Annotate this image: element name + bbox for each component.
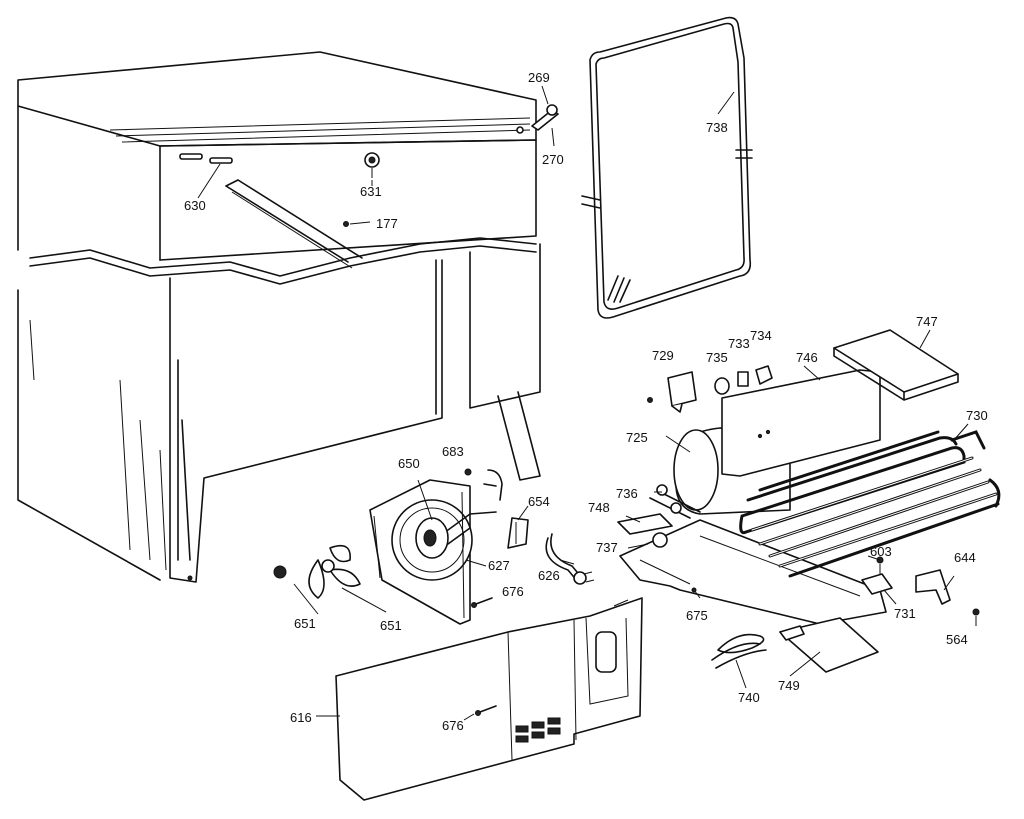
part-650-fan-motor	[415, 479, 497, 559]
label-269: 269	[528, 70, 550, 85]
part-651-fan-blade	[273, 544, 361, 599]
part-644-bracket	[915, 569, 951, 605]
part-564-screw	[972, 608, 980, 626]
label-748: 748	[588, 500, 610, 515]
label-603: 603	[870, 544, 892, 559]
part-731-strap	[861, 573, 893, 595]
part-746-relay-bracket	[721, 369, 881, 477]
part-748-bracket	[617, 513, 673, 535]
part-730-condenser-coil	[739, 430, 1001, 578]
cabinet-body	[17, 51, 541, 583]
label-747: 747	[916, 314, 938, 329]
part-616-rear-panel	[335, 597, 643, 801]
label-616: 616	[290, 710, 312, 725]
label-650: 650	[398, 456, 420, 471]
callout-labels: 269 270 738 630 631 177 747 729 735 733 …	[184, 70, 988, 733]
label-730: 730	[966, 408, 988, 423]
label-675: 675	[686, 608, 708, 623]
label-177: 177	[376, 216, 398, 231]
label-644: 644	[954, 550, 976, 565]
label-676-b: 676	[442, 718, 464, 733]
label-564: 564	[946, 632, 968, 647]
label-731: 731	[894, 606, 916, 621]
label-676-a: 676	[502, 584, 524, 599]
label-627: 627	[488, 558, 510, 573]
part-675-screw	[691, 587, 701, 599]
label-654: 654	[528, 494, 550, 509]
label-740: 740	[738, 690, 760, 705]
part-747-shelf	[833, 329, 959, 401]
label-733: 733	[728, 336, 750, 351]
label-749: 749	[778, 678, 800, 693]
label-735: 735	[706, 350, 728, 365]
label-630: 630	[184, 198, 206, 213]
part-676-screw-a	[471, 597, 493, 608]
part-269-270-hinge	[516, 85, 559, 147]
label-738: 738	[706, 120, 728, 135]
label-651-blade: 651	[380, 618, 402, 633]
label-746: 746	[796, 350, 818, 365]
label-631: 631	[360, 184, 382, 199]
part-626-cord	[545, 533, 595, 585]
part-735-733-734-connectors	[714, 365, 773, 395]
label-725: 725	[626, 430, 648, 445]
label-683: 683	[442, 444, 464, 459]
part-729-relay	[647, 371, 697, 413]
part-740-harness-clip	[711, 633, 767, 669]
label-729: 729	[652, 348, 674, 363]
label-734: 734	[750, 328, 772, 343]
leader-lines	[197, 163, 969, 721]
label-270: 270	[542, 152, 564, 167]
part-683-clip	[464, 468, 503, 501]
part-738-door-gasket	[581, 16, 753, 319]
label-736: 736	[616, 486, 638, 501]
label-651-nut: 651	[294, 616, 316, 631]
part-177-screw	[343, 221, 371, 227]
label-626: 626	[538, 568, 560, 583]
label-737: 737	[596, 540, 618, 555]
part-749-insulator-pad	[779, 617, 879, 673]
part-631-plug	[364, 152, 380, 178]
part-654-terminal-block	[507, 517, 529, 549]
